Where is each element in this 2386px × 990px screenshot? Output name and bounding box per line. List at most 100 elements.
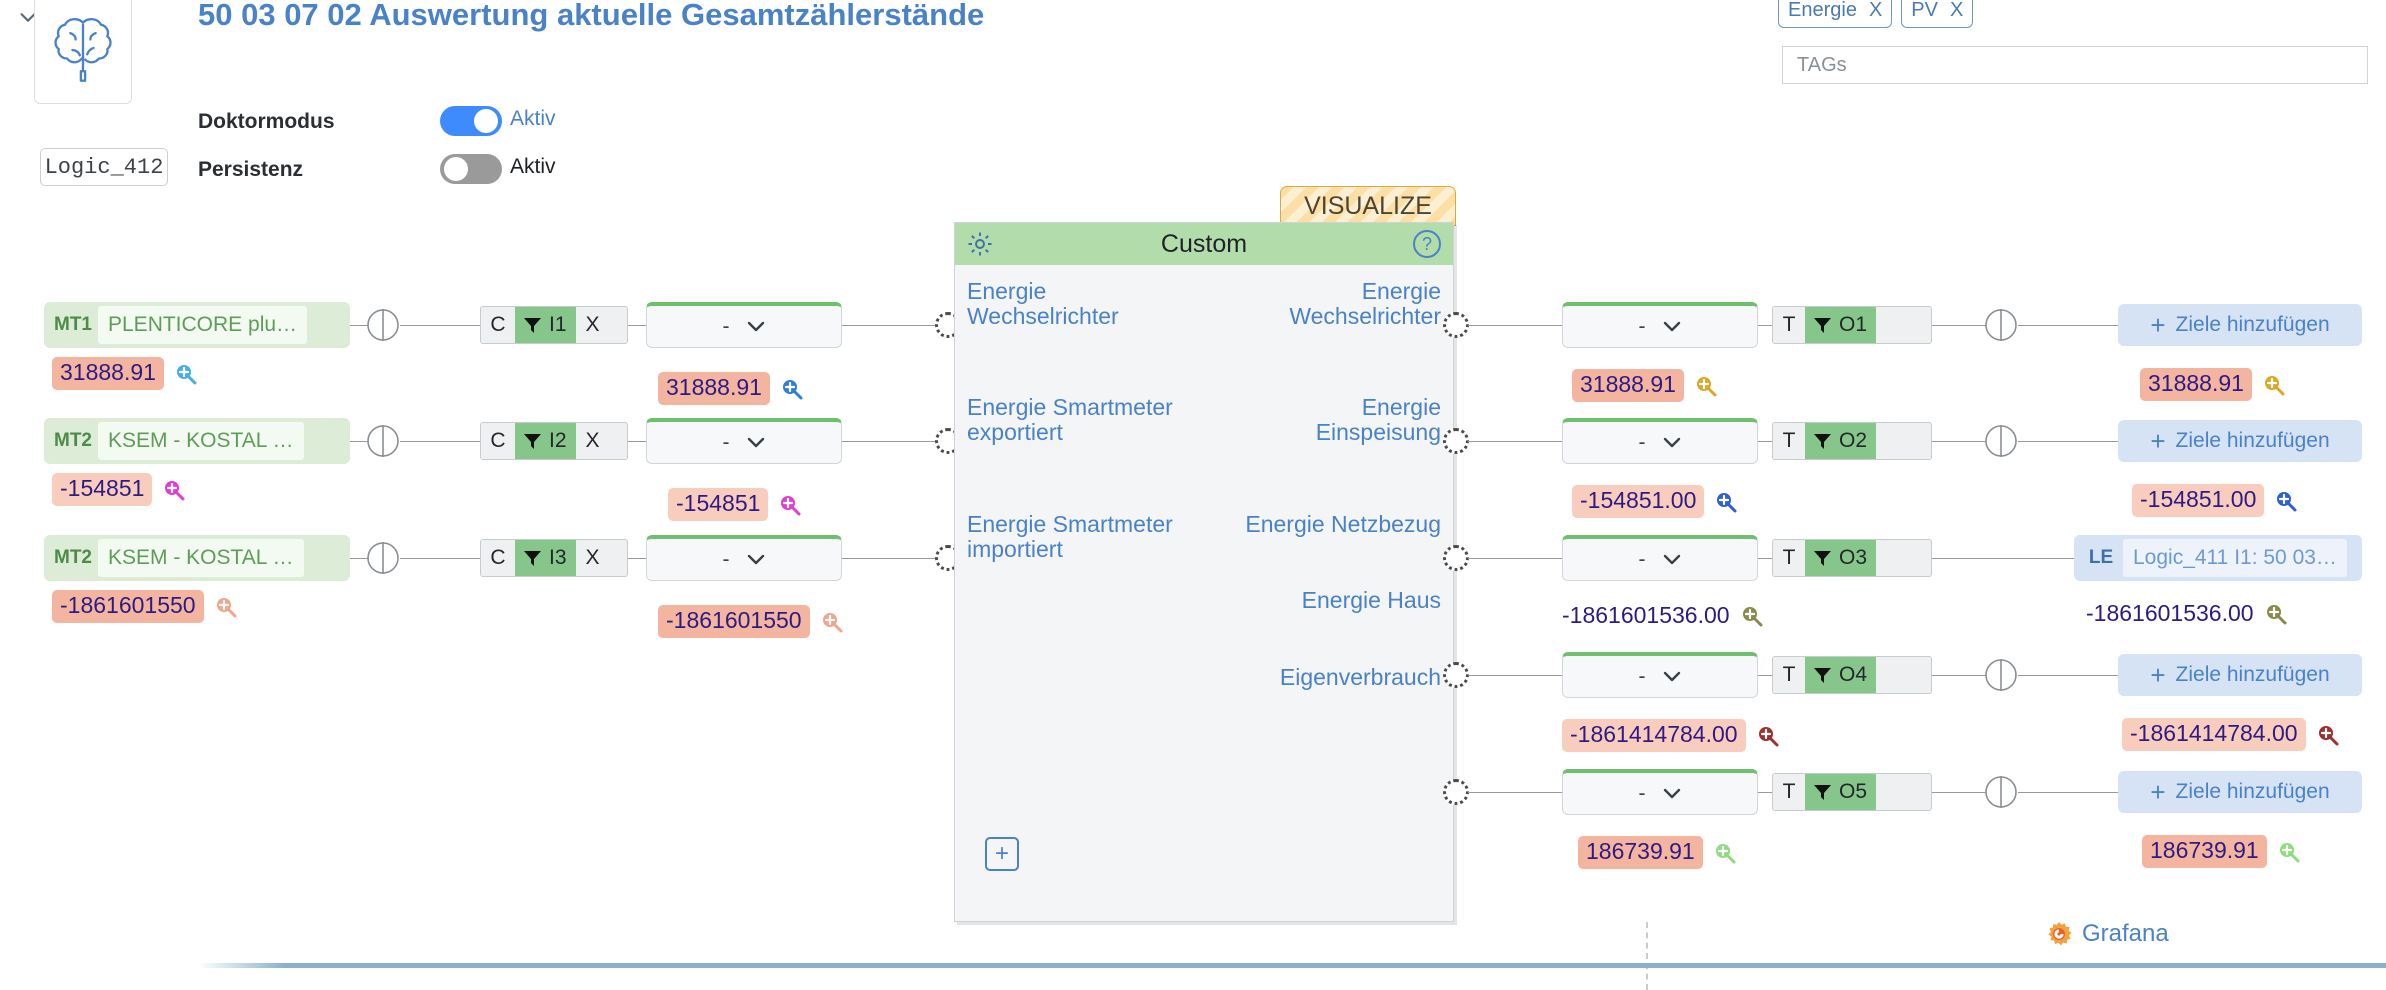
chip-left-label[interactable]: C <box>481 540 515 576</box>
magnifier-icon[interactable] <box>1740 604 1764 628</box>
add-target-button-4[interactable]: + Ziele hinzufügen <box>2118 654 2362 696</box>
toggle-knob <box>444 157 468 181</box>
magnifier-icon[interactable] <box>214 595 238 619</box>
tag-chip-energie[interactable]: Energie X <box>1778 0 1893 28</box>
select-readout: 31888.91 <box>658 372 770 405</box>
chip-left-label[interactable]: C <box>481 307 515 343</box>
add-target-label: Ziele hinzufügen <box>2175 663 2330 686</box>
filter-icon[interactable]: O3 <box>1805 540 1877 576</box>
output-select-5[interactable]: - <box>1562 769 1758 815</box>
add-port-button[interactable]: + <box>985 837 1019 871</box>
chip-left-label[interactable]: T <box>1773 657 1805 693</box>
input-select-value-row-2: -154851 <box>668 488 802 521</box>
input-filter-chip-2[interactable]: C I2 X <box>480 422 628 460</box>
output-select-4[interactable]: - <box>1562 652 1758 698</box>
tags-input[interactable]: TAGs <box>1782 46 2368 84</box>
chip-left-label[interactable]: C <box>481 423 515 459</box>
add-target-button-2[interactable]: + Ziele hinzufügen <box>2118 420 2362 462</box>
output-filter-chip-1[interactable]: T O1 <box>1772 306 1932 344</box>
input-select-1[interactable]: - <box>646 302 842 348</box>
chip-left-label[interactable]: T <box>1773 774 1805 810</box>
chip-right-label[interactable]: X <box>575 423 610 459</box>
input-filter-chip-3[interactable]: C I3 X <box>480 539 628 577</box>
node-output-port-5[interactable] <box>1443 779 1469 805</box>
chip-left-label[interactable]: T <box>1773 307 1805 343</box>
chip-right-label[interactable]: X <box>575 307 610 343</box>
split-connector-2[interactable] <box>366 424 400 458</box>
magnifier-icon[interactable] <box>2262 373 2286 397</box>
select-value: - <box>1638 314 1646 338</box>
persistenz-toggle[interactable] <box>440 154 502 184</box>
source-block-1[interactable]: MT1 PLENTICORE plu… <box>44 302 350 348</box>
tag-chip-pv[interactable]: PV X <box>1901 0 1974 28</box>
source-value-row-3: -1861601550 <box>52 590 238 623</box>
add-target-button-1[interactable]: + Ziele hinzufügen <box>2118 304 2362 346</box>
chip-left-label[interactable]: T <box>1773 423 1805 459</box>
source-block-3[interactable]: MT2 KSEM - KOSTAL … <box>44 535 350 581</box>
magnifier-icon[interactable] <box>1694 374 1718 398</box>
grafana-link[interactable]: Grafana <box>2046 920 2169 948</box>
tag-chip-list: Energie X PV X <box>1778 0 1974 28</box>
magnifier-icon[interactable] <box>2316 723 2340 747</box>
visualize-tab[interactable]: VISUALIZE <box>1280 186 1456 226</box>
input-select-2[interactable]: - <box>646 418 842 464</box>
filter-icon[interactable]: O2 <box>1805 423 1877 459</box>
magnifier-icon[interactable] <box>162 478 186 502</box>
output-filter-chip-3[interactable]: T O3 <box>1772 539 1932 577</box>
input-filter-chip-1[interactable]: C I1 X <box>480 306 628 344</box>
magnifier-icon[interactable] <box>2264 602 2288 626</box>
select-value: - <box>722 314 730 338</box>
chip-left-label[interactable]: T <box>1773 540 1805 576</box>
collapse-chevron-icon[interactable] <box>8 0 48 34</box>
port-label: O2 <box>1839 429 1868 452</box>
filter-icon[interactable]: O4 <box>1805 657 1877 693</box>
port-label: I3 <box>549 546 567 569</box>
output-select-3[interactable]: - <box>1562 535 1758 581</box>
split-connector-1[interactable] <box>366 308 400 342</box>
magnifier-icon[interactable] <box>778 493 802 517</box>
node-output-port-2[interactable] <box>1443 428 1469 454</box>
logic-target-chip-3[interactable]: LE Logic_411 I1: 50 03… <box>2074 535 2362 581</box>
node-output-port-4[interactable] <box>1443 662 1469 688</box>
close-icon[interactable]: X <box>1949 0 1964 21</box>
magnifier-icon[interactable] <box>1714 490 1738 514</box>
chip-right-label[interactable]: X <box>575 540 610 576</box>
filter-icon[interactable]: I3 <box>515 540 576 576</box>
filter-icon[interactable]: O5 <box>1805 774 1877 810</box>
target-value-row-3: -1861601536.00 <box>2086 600 2288 627</box>
filter-icon[interactable]: I2 <box>515 423 576 459</box>
magnifier-icon[interactable] <box>2277 840 2301 864</box>
help-icon[interactable]: ? <box>1413 230 1441 258</box>
split-connector-o4[interactable] <box>1984 658 2018 692</box>
magnifier-icon[interactable] <box>1756 724 1780 748</box>
input-select-3[interactable]: - <box>646 535 842 581</box>
custom-node[interactable]: Custom ? Energie Wechselrichter Energie … <box>954 222 1454 922</box>
gear-icon[interactable] <box>967 231 993 257</box>
magnifier-icon[interactable] <box>780 377 804 401</box>
output-filter-chip-5[interactable]: T O5 <box>1772 773 1932 811</box>
split-connector-o1[interactable] <box>1984 308 2018 342</box>
filter-icon[interactable]: O1 <box>1805 307 1877 343</box>
output-filter-chip-4[interactable]: T O4 <box>1772 656 1932 694</box>
select-readout: -1861601550 <box>658 605 810 638</box>
split-connector-o2[interactable] <box>1984 424 2018 458</box>
node-header[interactable]: Custom ? <box>955 223 1453 265</box>
output-filter-chip-2[interactable]: T O2 <box>1772 422 1932 460</box>
magnifier-icon[interactable] <box>820 610 844 634</box>
filter-icon[interactable]: I1 <box>515 307 576 343</box>
source-block-2[interactable]: MT2 KSEM - KOSTAL … <box>44 418 350 464</box>
close-icon[interactable]: X <box>1868 0 1883 21</box>
doktormodus-label: Doktormodus <box>198 110 335 133</box>
node-output-port-3[interactable] <box>1443 545 1469 571</box>
output-select-2[interactable]: - <box>1562 418 1758 464</box>
doktormodus-toggle[interactable] <box>440 106 502 136</box>
magnifier-icon[interactable] <box>174 362 198 386</box>
magnifier-icon[interactable] <box>2274 489 2298 513</box>
output-select-1[interactable]: - <box>1562 302 1758 348</box>
select-readout: -1861601536.00 <box>1562 602 1730 628</box>
add-target-button-5[interactable]: + Ziele hinzufügen <box>2118 771 2362 813</box>
node-output-port-1[interactable] <box>1443 312 1469 338</box>
split-connector-o5[interactable] <box>1984 775 2018 809</box>
split-connector-3[interactable] <box>366 541 400 575</box>
magnifier-icon[interactable] <box>1713 841 1737 865</box>
